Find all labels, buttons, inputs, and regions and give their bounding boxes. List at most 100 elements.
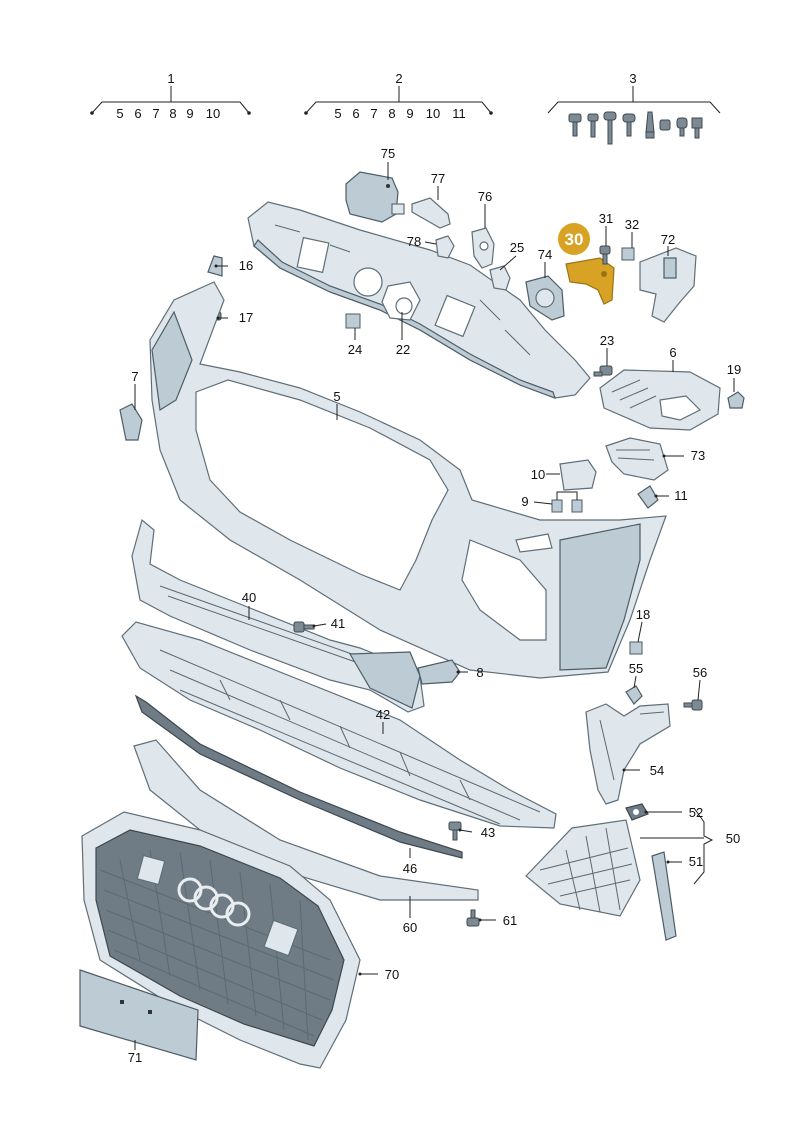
clip-78-part [435, 235, 455, 259]
callout-label: 6 [134, 106, 141, 121]
callout-label: 8 [388, 106, 395, 121]
callout-label: 19 [727, 362, 741, 377]
callout-label: 18 [636, 607, 650, 622]
callout-label: 7 [152, 106, 159, 121]
lower-grille-42-part [121, 621, 557, 829]
clip-32-part [621, 247, 635, 261]
leader-lines [134, 162, 735, 1050]
callout-label: 76 [478, 189, 492, 204]
side-grille-50-part [525, 819, 641, 917]
trim-strip-46-part [134, 694, 463, 859]
callout-label: 60 [403, 920, 417, 935]
radiator-grille-70-part [81, 811, 361, 1069]
callout-label: 8 [476, 665, 483, 680]
callout-label: 5 [334, 106, 341, 121]
screw-23-icon [593, 365, 613, 377]
callout-labels: 1 2 3 5 6 7 8 9 10 5 6 7 8 9 10 11 75 77… [116, 71, 741, 1065]
svg-text:30: 30 [565, 230, 584, 249]
group-bracket-2 [304, 86, 493, 115]
callout-label: 5 [116, 106, 123, 121]
callout-label: 3 [629, 71, 636, 86]
highlighted-callout-30: 30 [558, 223, 590, 255]
callout-label: 22 [396, 342, 410, 357]
sensor-unit-part [345, 171, 405, 223]
callout-label: 73 [691, 448, 705, 463]
callout-label: 10 [426, 106, 440, 121]
leader-dots [214, 264, 670, 976]
callout-label: 50 [726, 831, 740, 846]
callout-label: 11 [452, 106, 466, 121]
callout-label: 32 [625, 217, 639, 232]
callout-label: 24 [348, 342, 362, 357]
callout-label: 40 [242, 590, 256, 605]
callout-label: 52 [689, 805, 703, 820]
radar-sensor-part [525, 275, 565, 321]
bracket-76-part [471, 227, 495, 269]
callout-label: 72 [661, 232, 675, 247]
bracket-10-part [559, 459, 597, 491]
screw-56-icon [683, 699, 703, 711]
callout-label: 61 [503, 913, 517, 928]
callout-label: 7 [370, 106, 377, 121]
callout-label: 25 [510, 240, 524, 255]
callout-label: 10 [206, 106, 220, 121]
callout-label: 1 [167, 71, 174, 86]
callout-label: 10 [531, 467, 545, 482]
callout-label: 75 [381, 146, 395, 161]
callout-label: 74 [538, 247, 552, 262]
side-bracket-6-part [599, 369, 721, 431]
lower-grille-trim-40-part [131, 518, 425, 713]
callout-label: 6 [352, 106, 359, 121]
callout-label: 11 [674, 488, 688, 503]
callout-label: 71 [128, 1050, 142, 1065]
clip-18-part [629, 641, 643, 655]
callout-label: 9 [521, 494, 528, 509]
callout-label: 2 [395, 71, 402, 86]
trim-cap-8-part [417, 659, 461, 685]
clip-25-part [489, 265, 511, 291]
bumper-cover-part [119, 281, 667, 679]
clip-52-part [625, 803, 649, 821]
clip-55-part [625, 685, 643, 705]
callout-label: 16 [239, 258, 253, 273]
callout-label: 70 [385, 967, 399, 982]
bumper-carrier-part [247, 201, 591, 399]
screw-31-icon [599, 245, 611, 265]
callout-label: 55 [629, 661, 643, 676]
trim-51-part [651, 851, 677, 941]
callout-label: 54 [650, 763, 664, 778]
mounting-rail-part [411, 197, 451, 229]
highlighted-bracket-part [565, 257, 615, 305]
bracket-73-part [605, 437, 669, 481]
callout-label: 78 [407, 234, 421, 249]
group-bracket-1 [90, 86, 251, 115]
callout-label: 77 [431, 171, 445, 186]
callout-label: 5 [333, 389, 340, 404]
callout-label: 43 [481, 825, 495, 840]
clip-11-part [637, 485, 659, 509]
screw-43-icon [448, 821, 462, 841]
callout-label: 6 [669, 345, 676, 360]
callout-label: 23 [600, 333, 614, 348]
bracket-72-part [639, 247, 697, 323]
screw-61-icon [466, 909, 480, 927]
callout-label: 9 [406, 106, 413, 121]
callout-label: 17 [239, 310, 253, 325]
clip-9-part [551, 491, 583, 513]
fastener-set-icon [568, 111, 703, 145]
clip-19-part [727, 391, 745, 409]
clip-24-part [345, 313, 361, 329]
trim-strip-60-part [133, 739, 479, 901]
callout-label: 7 [131, 369, 138, 384]
callout-label: 41 [331, 616, 345, 631]
callout-label: 42 [376, 707, 390, 722]
callout-label: 46 [403, 861, 417, 876]
screw-41-icon [293, 621, 315, 633]
callout-label: 51 [689, 854, 703, 869]
callout-label: 9 [186, 106, 193, 121]
callout-label: 31 [599, 211, 613, 226]
callout-label: 8 [169, 106, 176, 121]
group-bracket-3 [547, 86, 721, 114]
bracket-54-part [585, 703, 671, 805]
